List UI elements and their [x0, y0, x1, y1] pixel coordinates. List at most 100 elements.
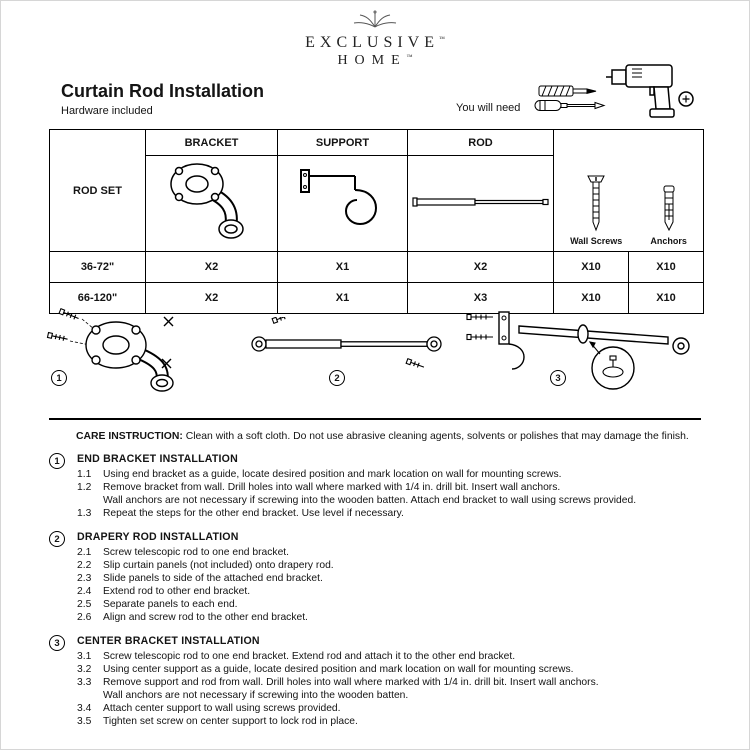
table-row: 36-72" X2 X1 X2 X10 X10 — [49, 251, 704, 283]
support-image — [293, 165, 393, 239]
instruction-step: 1.1 Using end bracket as a guide, locate… — [77, 468, 717, 481]
section-number: 1 — [49, 453, 65, 469]
step-text: Remove bracket from wall. Drill holes in… — [103, 482, 561, 493]
step-number: 2.3 — [77, 573, 92, 584]
table-row: 66-120" X2 X1 X3 X10 X10 — [49, 282, 704, 314]
page-subtitle: Hardware included — [61, 105, 153, 117]
wall-screws-label: Wall Screws — [570, 236, 623, 246]
step-number — [77, 689, 103, 702]
qty-cell: X10 — [553, 282, 629, 314]
instruction-step: 1.2 Remove bracket from wall. Drill hole… — [77, 481, 717, 494]
section-center-bracket: 3 CENTER BRACKET INSTALLATION 3.1 Screw … — [49, 635, 717, 728]
step-number: 2.1 — [77, 547, 92, 558]
step-text: Slip curtain panels (not included) onto … — [103, 560, 334, 571]
instruction-step: 2.5 Separate panels to each end. — [77, 598, 717, 611]
diagram-number-1: 1 — [51, 370, 67, 386]
step-text: Screw telescopic rod to one end bracket.… — [103, 651, 516, 662]
instruction-step: 3.4 Attach center support to wall using … — [77, 702, 717, 715]
diagram-center-support-image — [463, 304, 698, 394]
step-text: Tighten set screw on center support to l… — [103, 716, 358, 727]
step-number: 2.2 — [77, 560, 92, 571]
step-text: Wall anchors are not necessary if screwi… — [103, 690, 409, 701]
step-number: 1.3 — [77, 508, 92, 519]
step-text: Wall anchors are not necessary if screwi… — [103, 495, 637, 506]
step-number: 3.2 — [77, 664, 92, 675]
instruction-step: 2.3 Slide panels to side of the attached… — [77, 572, 717, 585]
bracket-image — [157, 158, 267, 246]
header-title-block: Curtain Rod Installation Hardware includ… — [61, 81, 264, 117]
anchors-label: Anchors — [650, 236, 687, 246]
logo-ornament-icon — [348, 9, 402, 29]
instruction-step: 3.3 Remove support and rod from wall. Dr… — [77, 676, 717, 689]
step-text: Align and screw rod to the other end bra… — [103, 612, 308, 623]
section-title: DRAPERY ROD INSTALLATION — [77, 531, 239, 543]
instruction-step: 2.2 Slip curtain panels (not included) o… — [77, 559, 717, 572]
step-number: 2.4 — [77, 586, 92, 597]
support-image-cell — [277, 155, 408, 252]
step-number: 3.5 — [77, 716, 92, 727]
step-text: Using end bracket as a guide, locate des… — [103, 469, 562, 480]
section-number: 3 — [49, 635, 65, 651]
rod-set-label: ROD SET — [49, 129, 146, 252]
care-text: Clean with a soft cloth. Do not use abra… — [185, 431, 689, 442]
care-instruction: CARE INSTRUCTION: Clean with a soft clot… — [76, 431, 711, 442]
diagram-rod-image — [247, 317, 452, 372]
instruction-step: 3.2 Using center support as a guide, loc… — [77, 663, 717, 676]
step-number: 1.1 — [77, 469, 92, 480]
section-end-bracket: 1 END BRACKET INSTALLATION 1.1 Using end… — [49, 453, 717, 520]
rod-image-cell — [407, 155, 554, 252]
size-cell: 36-72" — [49, 251, 146, 283]
qty-cell: X2 — [145, 282, 278, 314]
section-title: CENTER BRACKET INSTALLATION — [77, 635, 260, 647]
qty-cell: X10 — [553, 251, 629, 283]
step-text: Attach center support to wall using scre… — [103, 703, 341, 714]
column-header-bracket: BRACKET — [145, 129, 278, 156]
qty-cell: X2 — [145, 251, 278, 283]
brand-name-top: EXCLUSIVE™ — [305, 34, 445, 52]
column-header-rod: ROD — [407, 129, 554, 156]
trademark: ™ — [406, 54, 413, 61]
step-text: Using center support as a guide, locate … — [103, 664, 574, 675]
section-number: 2 — [49, 531, 65, 547]
qty-cell: X1 — [277, 282, 408, 314]
qty-cell: X1 — [277, 251, 408, 283]
bracket-image-cell — [145, 155, 278, 252]
step-number: 2.6 — [77, 612, 92, 623]
step-number: 2.5 — [77, 599, 92, 610]
step-text: Screw telescopic rod to one end bracket. — [103, 547, 290, 558]
instruction-step: 3.1 Screw telescopic rod to one end brac… — [77, 650, 717, 663]
instruction-step: 2.4 Extend rod to other end bracket. — [77, 585, 717, 598]
instruction-step: 2.6 Align and screw rod to the other end… — [77, 611, 717, 624]
page-title: Curtain Rod Installation — [61, 81, 265, 101]
you-will-need-label: You will need — [456, 102, 521, 114]
instruction-step: 1.3 Repeat the steps for the other end b… — [77, 507, 717, 520]
wall-screw-icon — [585, 174, 607, 232]
column-header-support: SUPPORT — [277, 129, 408, 156]
step-text: Separate panels to each end. — [103, 599, 238, 610]
step-text: Extend rod to other end bracket. — [103, 586, 251, 597]
screwdriver-icon — [534, 98, 606, 113]
hardware-cell: Wall Screws — [553, 129, 704, 252]
qty-cell: X10 — [628, 282, 704, 314]
instruction-step: 2.1 Screw telescopic rod to one end brac… — [77, 546, 717, 559]
section-drapery-rod: 2 DRAPERY ROD INSTALLATION 2.1 Screw tel… — [49, 531, 717, 624]
diagram-number-3: 3 — [550, 370, 566, 386]
rod-image — [411, 191, 551, 213]
diagram-number-2: 2 — [329, 370, 345, 386]
step-number: 3.3 — [77, 677, 92, 688]
instruction-step: Wall anchors are not necessary if screwi… — [77, 494, 717, 507]
step-number — [77, 494, 103, 507]
step-number: 1.2 — [77, 482, 92, 493]
brand-name-bottom: HOME™ — [337, 52, 413, 68]
brand-logo: EXCLUSIVE™ HOME™ — [1, 9, 749, 69]
instruction-step: Wall anchors are not necessary if screwi… — [77, 689, 717, 702]
step-text: Repeat the steps for the other end brack… — [103, 508, 404, 519]
drill-icon — [606, 57, 696, 121]
qty-cell: X10 — [628, 251, 704, 283]
step-number: 3.4 — [77, 703, 92, 714]
instruction-step: 3.5 Tighten set screw on center support … — [77, 715, 717, 728]
step-text: Remove support and rod from wall. Drill … — [103, 677, 599, 688]
hardware-table: ROD SET BRACKET SUPPORT ROD — [49, 129, 704, 314]
step-text: Slide panels to side of the attached end… — [103, 573, 323, 584]
